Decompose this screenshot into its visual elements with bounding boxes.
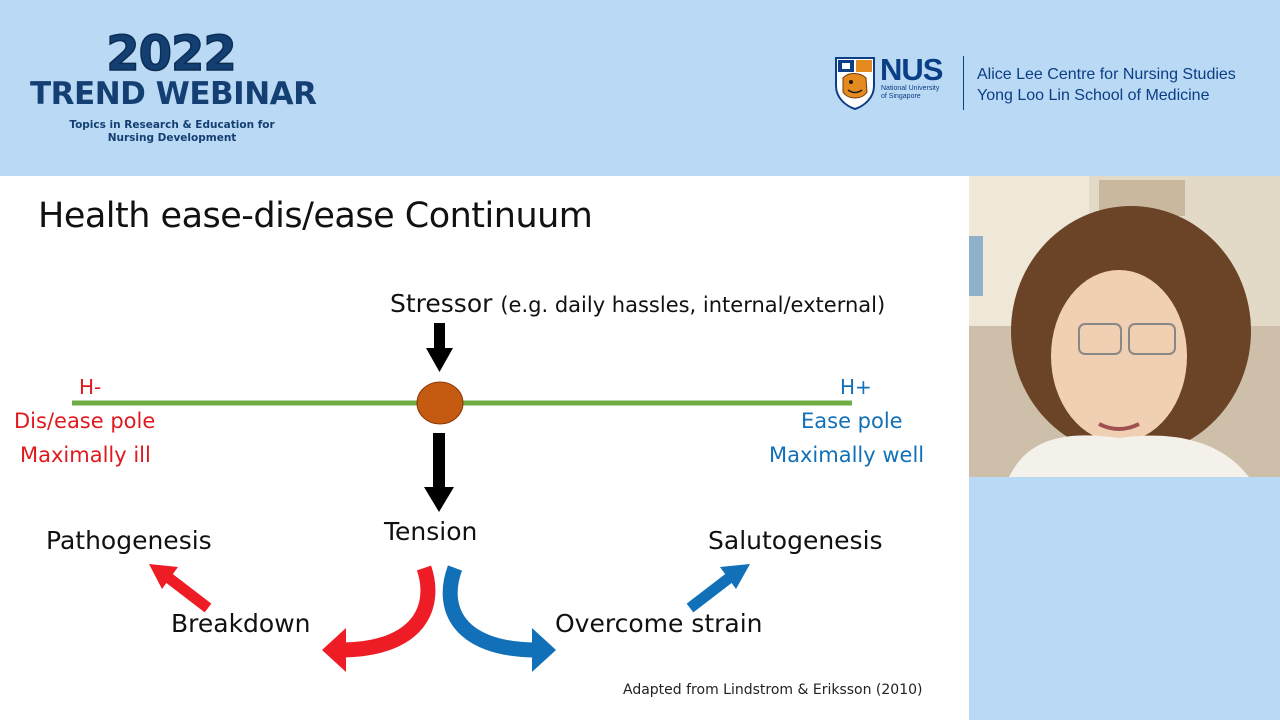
webinar-subtitle: Topics in Research & Education for Nursi…: [60, 119, 284, 145]
tension-arrow-down-icon: [424, 433, 454, 512]
maximally-well-label: Maximally well: [769, 443, 925, 467]
breakdown-curved-arrow-icon: [322, 565, 436, 672]
overcome-curved-arrow-icon: [442, 565, 556, 672]
centre-names: Alice Lee Centre for Nursing Studies Yon…: [977, 64, 1236, 106]
maximally-ill-label: Maximally ill: [20, 443, 151, 467]
ease-pole-label: Ease pole: [801, 409, 903, 433]
nus-fullname-line: of Singapore: [881, 93, 921, 100]
webinar-header: 2022 TREND WEBINAR Topics in Research & …: [0, 0, 1280, 176]
webinar-subtitle-line: Topics in Research & Education for: [69, 119, 275, 131]
dis-ease-pole-label: Dis/ease pole: [14, 409, 156, 433]
pathogenesis-label: Pathogenesis: [46, 526, 212, 555]
current-position-node: [416, 381, 464, 425]
h-minus-label: H-: [79, 375, 102, 399]
tension-label: Tension: [384, 517, 478, 546]
presenter-webcam: [969, 176, 1280, 477]
nus-lion-crest-icon: [835, 57, 875, 110]
h-plus-label: H+: [840, 375, 872, 399]
presenter-video-frame: [969, 176, 1280, 477]
nus-fullname-line: National University: [881, 85, 940, 92]
stressor-label: Stressor (e.g. daily hassles, internal/e…: [390, 289, 885, 318]
logo-divider: [963, 56, 964, 110]
overcome-strain-label: Overcome strain: [555, 609, 763, 638]
salutogenesis-label: Salutogenesis: [708, 526, 883, 555]
school-name-line: Yong Loo Lin School of Medicine: [977, 87, 1210, 104]
continuum-diagram: [72, 323, 852, 672]
nus-fullname: National University of Singapore: [881, 85, 939, 101]
centre-name-line: Alice Lee Centre for Nursing Studies: [977, 66, 1236, 83]
nus-wordmark: NUS: [880, 52, 943, 87]
stressor-word: Stressor: [390, 289, 493, 318]
citation-text: Adapted from Lindstrom & Eriksson (2010): [623, 682, 923, 698]
breakdown-label: Breakdown: [171, 609, 311, 638]
stressor-note: (e.g. daily hassles, internal/external): [500, 293, 886, 317]
webinar-subtitle-line: Nursing Development: [107, 132, 237, 144]
salutogenesis-arrow-icon: [686, 564, 750, 613]
presentation-slide: Health ease-dis/ease Continuum Stressor …: [0, 176, 969, 720]
webinar-title: TREND WEBINAR: [30, 76, 317, 112]
stressor-arrow-down-icon: [426, 323, 453, 372]
webinar-year: 2022: [105, 25, 237, 83]
slide-title: Health ease-dis/ease Continuum: [38, 196, 593, 236]
pathogenesis-arrow-icon: [149, 564, 212, 613]
